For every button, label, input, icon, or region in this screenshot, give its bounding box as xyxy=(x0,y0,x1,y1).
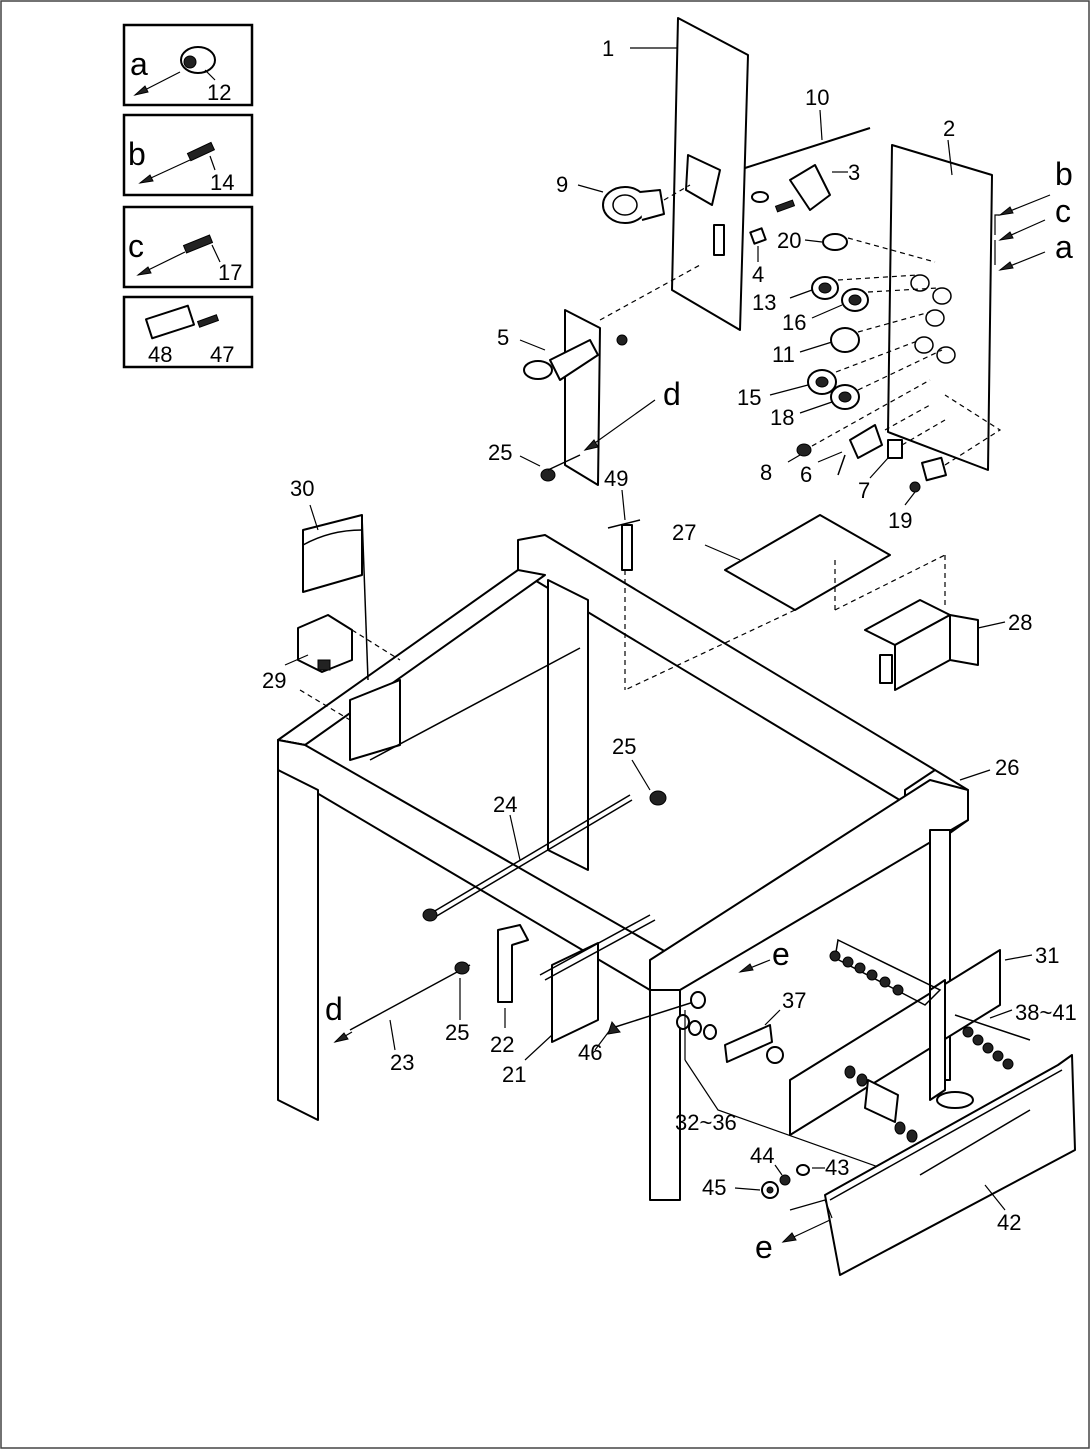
callout-25-lower: 25 xyxy=(445,1020,469,1045)
part-5-key-switch: 5 xyxy=(497,264,701,486)
callout-43: 43 xyxy=(825,1155,849,1180)
callout-27: 27 xyxy=(672,520,696,545)
ref-d-top-label: d xyxy=(663,376,681,412)
callout-2: 2 xyxy=(943,116,955,141)
ref-e-top-label: e xyxy=(772,936,790,972)
inset-a-letter: a xyxy=(130,46,148,82)
callout-23: 23 xyxy=(390,1050,414,1075)
inset-b-letter: b xyxy=(128,136,146,172)
callout-18: 18 xyxy=(770,405,794,430)
callout-42: 42 xyxy=(997,1210,1021,1235)
callout-19: 19 xyxy=(888,508,912,533)
callout-29: 29 xyxy=(262,668,286,693)
callout-25-middle: 25 xyxy=(612,734,636,759)
callout-31: 31 xyxy=(1035,943,1059,968)
small-switches: 8 6 7 19 xyxy=(760,379,1002,533)
inset-a-part: 12 xyxy=(207,80,231,105)
callout-1: 1 xyxy=(602,36,614,61)
callout-44: 44 xyxy=(750,1143,774,1168)
callout-25-upper: 25 xyxy=(488,440,512,465)
part-42-cover: 42 xyxy=(824,1054,1076,1276)
callout-15: 15 xyxy=(737,385,761,410)
callout-22: 22 xyxy=(490,1032,514,1057)
inset-c-part: 17 xyxy=(218,260,242,285)
callout-4: 4 xyxy=(752,262,764,287)
callout-10: 10 xyxy=(805,85,829,110)
inset-b: b 14 xyxy=(122,113,254,197)
callout-28: 28 xyxy=(1008,610,1032,635)
panel-1: 1 xyxy=(602,17,749,331)
part-46: 46 e xyxy=(578,936,790,1065)
inset-b-part: 14 xyxy=(210,170,234,195)
part-10-rod: 10 xyxy=(744,85,871,169)
knobs-group: 13 16 11 15 18 xyxy=(737,274,943,430)
callout-13: 13 xyxy=(752,290,776,315)
panel-2: 2 xyxy=(887,116,993,471)
callout-11: 11 xyxy=(772,342,795,367)
callout-3: 3 xyxy=(848,160,860,185)
inset-a: a 12 xyxy=(122,23,254,107)
part-20: 20 xyxy=(777,228,936,263)
part-28-bracket: 28 xyxy=(834,554,1032,691)
frame-26: 26 xyxy=(277,534,1019,1201)
part-3-switch: 3 xyxy=(751,160,860,213)
callout-7: 7 xyxy=(858,478,870,503)
part-9-gauge: 9 xyxy=(556,172,691,224)
callout-30: 30 xyxy=(290,476,314,501)
part-4-fuse: 4 xyxy=(749,227,767,287)
part-25-middle: 25 xyxy=(612,734,667,806)
ref-b-label: b xyxy=(1055,156,1073,192)
callout-21: 21 xyxy=(502,1062,526,1087)
inset-d: 48 47 xyxy=(122,295,254,369)
callout-46: 46 xyxy=(578,1040,602,1065)
ref-d-left-label: d xyxy=(325,991,343,1027)
callout-49: 49 xyxy=(604,466,628,491)
callout-9: 9 xyxy=(556,172,568,197)
inset-d-part-b: 47 xyxy=(210,342,234,367)
part-27-plate: 27 xyxy=(624,514,891,691)
callout-8: 8 xyxy=(760,460,772,485)
ref-d-top: d xyxy=(583,376,681,451)
part-22-bracket: 22 xyxy=(490,924,529,1057)
callout-16: 16 xyxy=(782,310,806,335)
callout-5: 5 xyxy=(497,325,509,350)
part-31-bracket: 31 38~41 xyxy=(789,938,1077,1143)
callout-20: 20 xyxy=(777,228,801,253)
inset-c: c 17 xyxy=(122,205,254,289)
inset-c-letter: c xyxy=(128,228,144,264)
part-30-pocket: 30 xyxy=(290,476,369,681)
part-25-upper: 25 xyxy=(488,440,581,482)
ref-e-bottom-label: e xyxy=(755,1229,773,1265)
callout-45: 45 xyxy=(702,1175,726,1200)
part-24-cable: 24 xyxy=(422,792,633,922)
ref-c-label: c xyxy=(1055,193,1071,229)
callout-6: 6 xyxy=(800,462,812,487)
callout-26: 26 xyxy=(995,755,1019,780)
part-23-cable: d 23 25 xyxy=(325,961,471,1075)
callout-37: 37 xyxy=(782,988,806,1013)
ref-arrows-right: b c a xyxy=(994,156,1073,271)
part-21-plate: 21 xyxy=(502,914,656,1087)
parts-32-36-washers: 37 32~36 xyxy=(675,988,916,1181)
callout-38-41: 38~41 xyxy=(1015,1000,1077,1025)
inset-d-part-a: 48 xyxy=(148,342,172,367)
part-49: 49 xyxy=(604,466,641,690)
part-29-relay: 29 xyxy=(262,614,401,721)
parts-43-45: 43 44 45 e xyxy=(702,1143,849,1265)
ref-a-label: a xyxy=(1055,229,1073,265)
callout-24: 24 xyxy=(493,792,517,817)
callout-32-36: 32~36 xyxy=(675,1110,737,1135)
